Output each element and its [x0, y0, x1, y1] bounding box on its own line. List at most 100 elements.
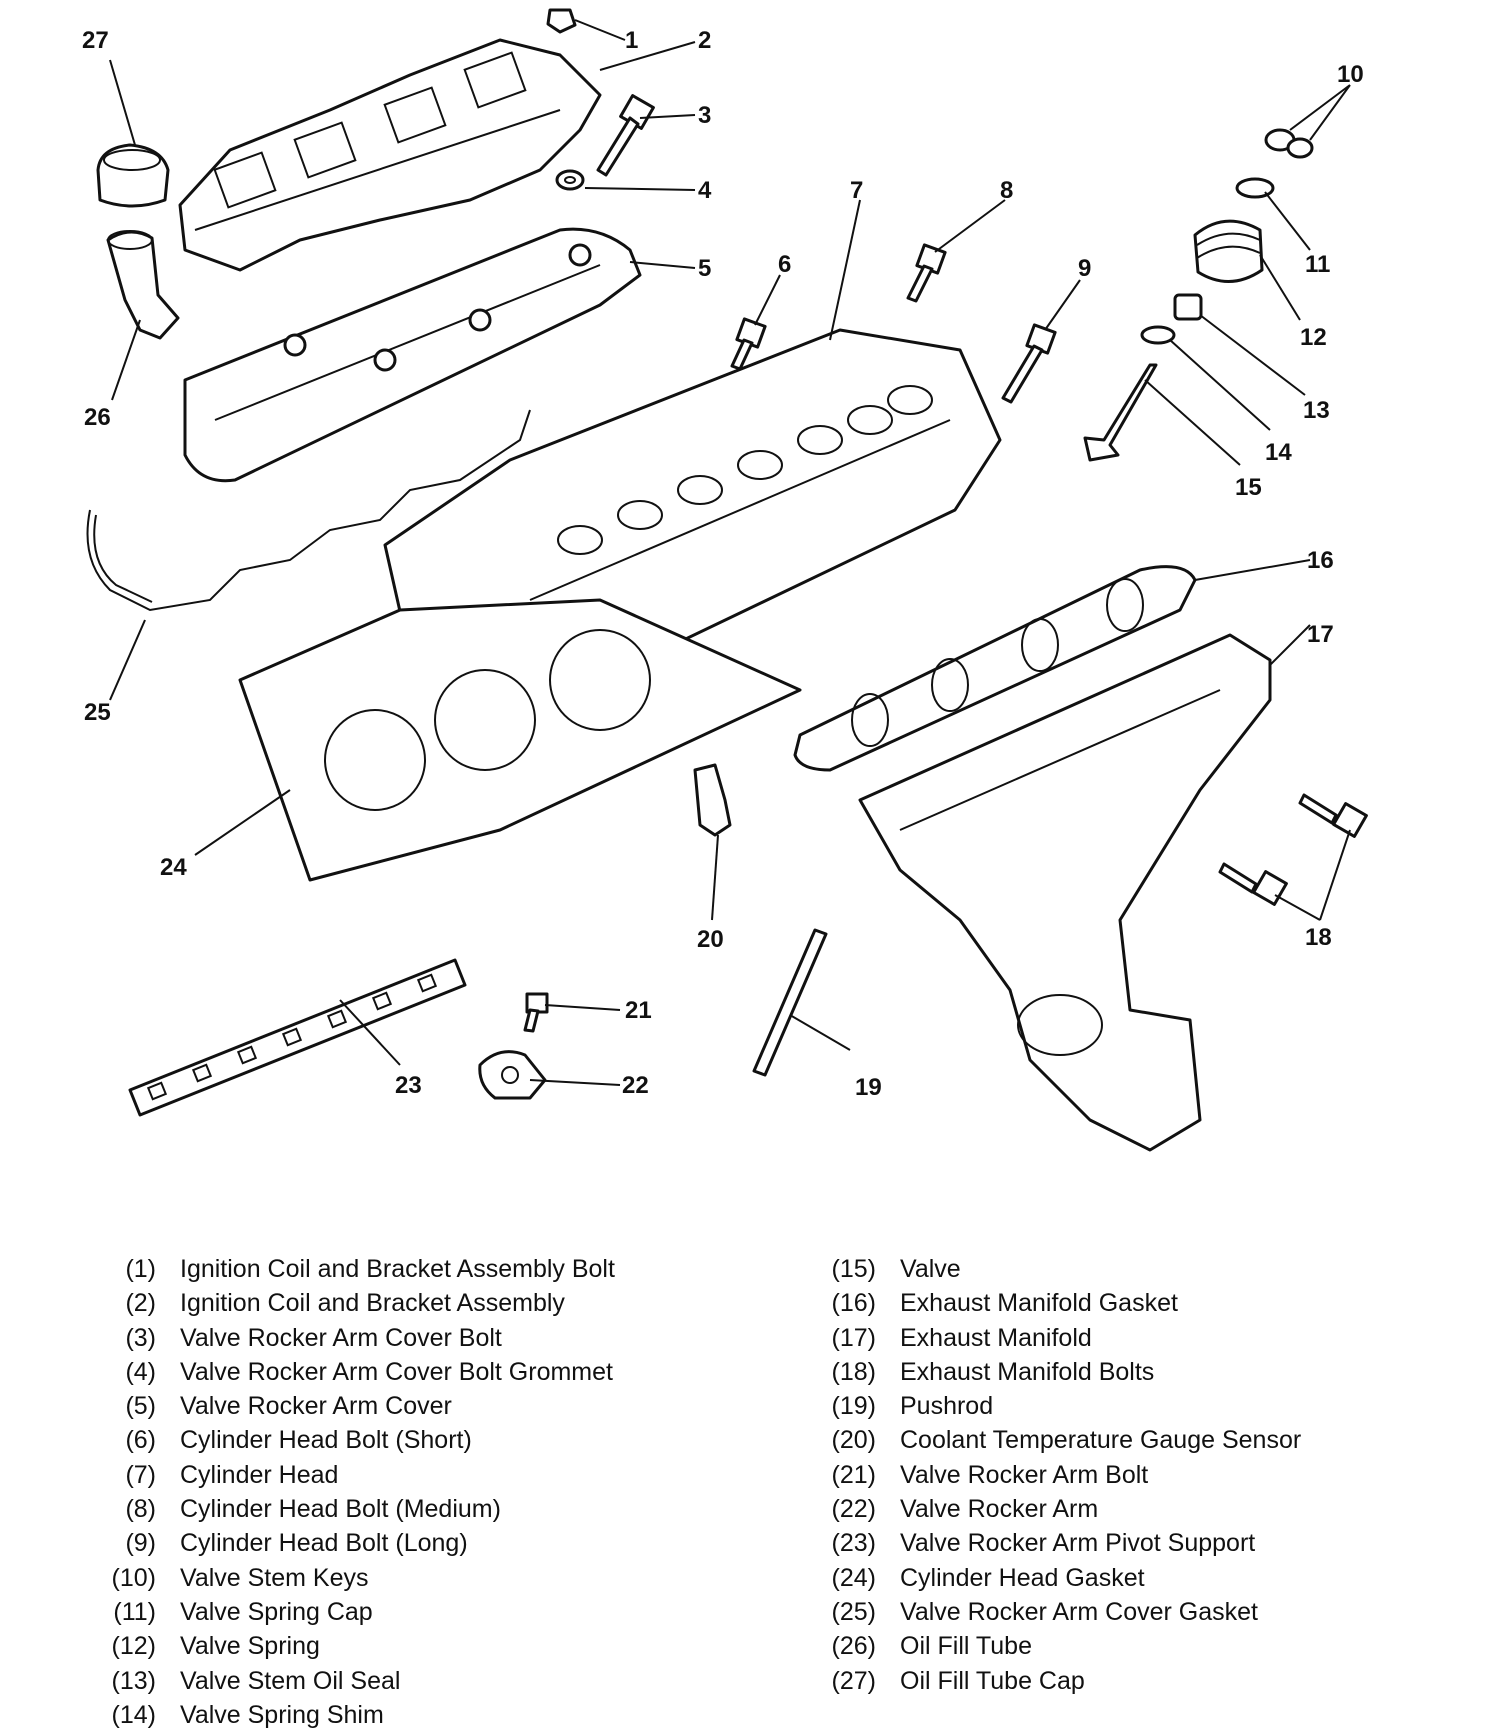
- valve-spring-shim: [1140, 325, 1176, 345]
- legend-item: (21) Valve Rocker Arm Bolt: [808, 1458, 1488, 1492]
- legend-item: (2) Ignition Coil and Bracket Assembly: [88, 1286, 748, 1320]
- callout-1: 1: [625, 27, 638, 54]
- legend-item: (4) Valve Rocker Arm Cover Bolt Grommet: [88, 1355, 748, 1389]
- valve-spring-cap: [1235, 177, 1275, 199]
- legend-item: (22) Valve Rocker Arm: [808, 1492, 1488, 1526]
- legend-number: (11): [113, 1597, 156, 1626]
- callout-25: 25: [84, 699, 111, 726]
- callout-labels: 1 2 3 4 5 6 7 8 9 10 11 12 13 14 15 16 1…: [82, 27, 1364, 1101]
- legend-number: (4): [125, 1357, 156, 1386]
- rocker-arm-bolt: [523, 992, 549, 1033]
- legend-number: (21): [831, 1460, 876, 1489]
- exhaust-manifold: [858, 633, 1272, 1152]
- legend-item: (25) Valve Rocker Arm Cover Gasket: [808, 1595, 1488, 1629]
- legend-label: Valve Rocker Arm Bolt: [900, 1460, 1149, 1489]
- legend-item: (20)Coolant Temperature Gauge Sensor: [808, 1423, 1488, 1457]
- callout-22: 22: [622, 1072, 649, 1099]
- legend-label: Valve Rocker Arm Cover Bolt: [180, 1323, 502, 1352]
- callout-24: 24: [160, 854, 187, 881]
- legend-number: (12): [111, 1632, 156, 1661]
- legend-label: Valve Rocker Arm: [900, 1495, 1099, 1524]
- callout-14: 14: [1265, 439, 1292, 466]
- leader-lines: [109, 19, 1351, 1086]
- legend-item: (23)Valve Rocker Arm Pivot Support: [808, 1526, 1488, 1560]
- legend-label: Exhaust Manifold: [900, 1323, 1092, 1352]
- callout-17: 17: [1307, 621, 1334, 648]
- legend-number: (25): [831, 1597, 876, 1626]
- callout-7: 7: [850, 177, 863, 204]
- legend-label: Valve Rocker Arm Cover Bolt Grommet: [180, 1357, 613, 1386]
- legend-item: (19) Pushrod: [808, 1389, 1488, 1423]
- legend-item: (5)Valve Rocker Arm Cover: [88, 1389, 748, 1423]
- legend-label: Valve Spring: [180, 1632, 320, 1661]
- valve-spring: [1193, 219, 1264, 283]
- callout-23: 23: [395, 1072, 422, 1099]
- legend-label: Valve Rocker Arm Pivot Support: [900, 1529, 1256, 1558]
- legend-item: (13)Valve Stem Oil Seal: [88, 1664, 748, 1698]
- legend-label: Exhaust Manifold Bolts: [900, 1357, 1155, 1386]
- legend-item: (14)Valve Spring Shim: [88, 1698, 748, 1732]
- callout-11: 11: [1305, 251, 1330, 278]
- legend-label: Cylinder Head: [180, 1460, 339, 1489]
- legend-label: Valve Rocker Arm Cover Gasket: [900, 1597, 1258, 1626]
- legend-number: (15): [831, 1255, 876, 1283]
- legend-number: (22): [831, 1495, 876, 1524]
- legend-right-column: (15)Valve (16)Exhaust Manifold Gasket (1…: [808, 1252, 1488, 1698]
- callout-21: 21: [625, 997, 652, 1024]
- exhaust-manifold-gasket: [793, 565, 1197, 772]
- cylinder-head-gasket: [238, 598, 802, 882]
- legend-label: Cylinder Head Bolt (Medium): [180, 1495, 501, 1524]
- legend-number: (19): [831, 1392, 876, 1421]
- legend-item: (8)Cylinder Head Bolt (Medium): [88, 1492, 748, 1526]
- legend-item: (15)Valve: [808, 1252, 1488, 1286]
- legend-label: Ignition Coil and Bracket Assembly Bolt: [180, 1255, 615, 1283]
- rocker-arm-pivot-support: [128, 958, 467, 1117]
- rocker-cover-grommet: [555, 169, 585, 191]
- coolant-temperature-sensor: [693, 763, 732, 837]
- callout-12: 12: [1300, 324, 1327, 351]
- legend-item: (18) Exhaust Manifold Bolts: [808, 1355, 1488, 1389]
- legend-number: (16): [831, 1289, 876, 1318]
- legend-item: (26) Oil Fill Tube: [808, 1629, 1488, 1663]
- callout-3: 3: [698, 102, 711, 129]
- legend-number: (2): [125, 1289, 156, 1318]
- legend-item: (11) Valve Spring Cap: [88, 1595, 748, 1629]
- legend-number: (24): [831, 1563, 876, 1592]
- legend-number: (13): [111, 1666, 156, 1695]
- legend-label: Ignition Coil and Bracket Assembly: [180, 1289, 565, 1318]
- legend-number: (10): [111, 1563, 156, 1592]
- cylinder-head-bolt-short: [730, 317, 767, 371]
- legend-number: (6): [125, 1426, 156, 1455]
- legend-label: Valve Spring Cap: [180, 1597, 373, 1626]
- legend-item: (1)Ignition Coil and Bracket Assembly Bo…: [88, 1252, 748, 1286]
- callout-6: 6: [778, 251, 791, 278]
- valve-rocker-arm-cover: [183, 227, 642, 483]
- callout-13: 13: [1303, 397, 1330, 424]
- callout-16: 16: [1307, 547, 1334, 574]
- ignition-coil-bracket-assembly: [178, 38, 602, 272]
- legend-item: (7) Cylinder Head: [88, 1458, 748, 1492]
- exhaust-manifold-bolt-lower: [1218, 862, 1288, 906]
- legend-number: (26): [831, 1632, 876, 1661]
- legend-label: Valve Spring Shim: [180, 1700, 384, 1729]
- legend-label: Coolant Temperature Gauge Sensor: [900, 1426, 1302, 1455]
- legend-label: Oil Fill Tube Cap: [900, 1666, 1085, 1695]
- legend-number: (17): [831, 1323, 876, 1352]
- callout-26: 26: [84, 404, 111, 431]
- legend-label: Valve Rocker Arm Cover: [180, 1392, 452, 1421]
- legend-item: (16)Exhaust Manifold Gasket: [808, 1286, 1488, 1320]
- callout-5: 5: [698, 255, 711, 282]
- rocker-cover-gasket: [86, 409, 531, 612]
- callout-10: 10: [1337, 61, 1364, 88]
- legend-number: (9): [125, 1529, 156, 1558]
- legend-left-column: (1)Ignition Coil and Bracket Assembly Bo…: [88, 1252, 748, 1732]
- legend-label: Pushrod: [900, 1392, 994, 1421]
- legend-item: (12) Valve Spring: [88, 1629, 748, 1663]
- oil-fill-tube-cap: [96, 143, 170, 208]
- legend-label: Oil Fill Tube: [900, 1632, 1032, 1661]
- cylinder-head-bolt-long: [1001, 323, 1057, 404]
- legend-item: (3)Valve Rocker Arm Cover Bolt: [88, 1321, 748, 1355]
- legend-number: (18): [831, 1357, 876, 1386]
- legend-label: Valve Stem Keys: [180, 1563, 369, 1592]
- legend-number: (7): [125, 1460, 156, 1489]
